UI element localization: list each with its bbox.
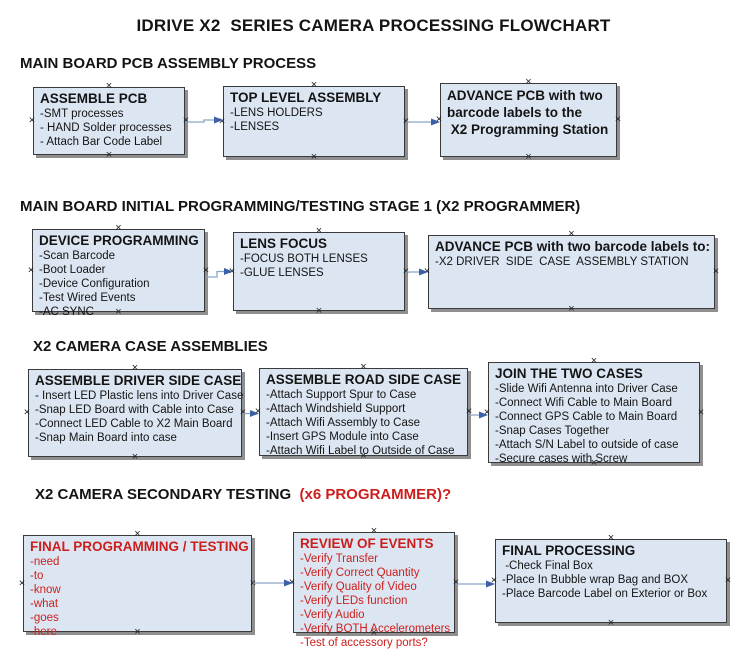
box-title: DEVICE PROGRAMMING — [39, 233, 199, 248]
box-line: -Place In Bubble wrap Bag and BOX — [502, 574, 689, 586]
box-line: ADVANCE PCB with two — [447, 88, 603, 103]
box-line: -Check Final Box — [502, 560, 593, 572]
box-line: -Scan Barcode — [39, 250, 116, 262]
box-line: -Verify LEDs function — [300, 595, 408, 607]
box-join-the-two-cases[interactable]: × × × × JOIN THE TWO CASES -Slide Wifi A… — [484, 356, 704, 469]
box-line: -Snap Main Board into case — [35, 432, 177, 444]
box-line: -Verify Quality of Video — [300, 581, 417, 593]
box-line: -LENSES — [230, 121, 280, 133]
box-line: -Connect Wifi Cable to Main Board — [495, 397, 673, 409]
box-line: -Verify Correct Quantity — [300, 567, 420, 579]
box-line: -goes — [30, 612, 59, 624]
box-line: -Attach Wifi Label to Outside of Case — [266, 445, 455, 457]
box-line: -Device Configuration — [39, 278, 150, 290]
box-review-of-events[interactable]: × × × × REVIEW OF EVENTS -Verify Transfe… — [289, 526, 459, 650]
section-heading-case-assemblies: X2 CAMERA CASE ASSEMBLIES — [33, 338, 268, 355]
connector-arrow-assemble-to-toplevel[interactable] — [186, 116, 223, 124]
page-title: IDRIVE X2 SERIES CAMERA PROCESSING FLOWC… — [136, 16, 611, 35]
box-line: - Attach Bar Code Label — [40, 136, 163, 148]
box-line: -Test of accessory ports? — [300, 637, 428, 649]
box-line: -Boot Loader — [39, 264, 106, 276]
box-line: -Attach Windshield Support — [266, 403, 406, 415]
box-assemble-pcb[interactable]: × × × × ASSEMBLE PCB -SMT processes - HA… — [29, 81, 189, 161]
box-line: -to — [30, 570, 44, 582]
section-heading-secondary-testing-black: X2 CAMERA SECONDARY TESTING — [35, 486, 300, 503]
box-title: ASSEMBLE DRIVER SIDE CASE — [35, 373, 242, 388]
section-heading-secondary-testing-red: (x6 PROGRAMMER)? — [299, 486, 452, 503]
box-title: ADVANCE PCB with two barcode labels to: — [435, 239, 711, 254]
box-title: JOIN THE TWO CASES — [495, 366, 643, 381]
box-device-programming[interactable]: × × × × DEVICE PROGRAMMING -Scan Barcode… — [28, 223, 209, 319]
box-assemble-road-side-case[interactable]: × × × × ASSEMBLE ROAD SIDE CASE -Attach … — [255, 362, 472, 462]
box-line: -AC SYNC — [39, 306, 94, 318]
box-title: TOP LEVEL ASSEMBLY — [230, 90, 382, 105]
box-line: X2 Programming Station — [447, 122, 609, 137]
box-line: -FOCUS BOTH LENSES — [240, 253, 368, 265]
box-assemble-driver-side-case[interactable]: × × × × ASSEMBLE DRIVER SIDE CASE - Inse… — [24, 363, 246, 463]
box-line: - HAND Solder processes — [40, 122, 172, 134]
box-advance-pcb-programming-station[interactable]: × × × × ADVANCE PCB with two barcode lab… — [436, 77, 621, 163]
box-line: -Snap Cases Together — [495, 425, 610, 437]
box-title: FINAL PROGRAMMING / TESTING — [30, 539, 249, 554]
box-line: -Place Barcode Label on Exterior or Box — [502, 588, 708, 600]
box-line: -Slide Wifi Antenna into Driver Case — [495, 383, 678, 395]
box-line: -know — [30, 584, 61, 596]
section-heading-secondary-testing: X2 CAMERA SECONDARY TESTING (x6 PROGRAMM… — [35, 486, 451, 503]
box-line: -Snap LED Board with Cable into Case — [35, 404, 234, 416]
box-title: REVIEW OF EVENTS — [300, 536, 434, 551]
box-title: ASSEMBLE PCB — [40, 91, 148, 106]
box-line: -Verify Audio — [300, 609, 365, 621]
box-line: -LENS HOLDERS — [230, 107, 323, 119]
box-line: -Verify BOTH Accelerometers — [300, 623, 451, 635]
box-line: -GLUE LENSES — [240, 267, 324, 279]
box-line: -need — [30, 556, 60, 568]
box-line: -Verify Transfer — [300, 553, 378, 565]
box-line: -Insert GPS Module into Case — [266, 431, 419, 443]
box-line: -Test Wired Events — [39, 292, 136, 304]
box-line: - Insert LED Plastic lens into Driver Ca… — [35, 390, 244, 402]
box-top-level-assembly[interactable]: × × × × TOP LEVEL ASSEMBLY -LENS HOLDERS… — [219, 80, 409, 163]
box-line: -Attach S/N Label to outside of case — [495, 439, 679, 451]
section-heading-pcb-assembly: MAIN BOARD PCB ASSEMBLY PROCESS — [20, 55, 317, 72]
box-line: -Secure cases with Screw — [495, 453, 628, 465]
section-heading-initial-programming: MAIN BOARD INITIAL PROGRAMMING/TESTING S… — [20, 198, 581, 215]
box-line: -X2 DRIVER SIDE CASE ASSEMBLY STATION — [435, 256, 689, 268]
box-line: -what — [30, 598, 59, 610]
box-title: FINAL PROCESSING — [502, 543, 636, 558]
box-line: -Attach Wifi Assembly to Case — [266, 417, 421, 429]
box-final-processing[interactable]: × × × × FINAL PROCESSING -Check Final Bo… — [491, 533, 731, 629]
box-line: -Connect LED Cable to X2 Main Board — [35, 418, 233, 430]
box-title: LENS FOCUS — [240, 236, 328, 251]
box-line: -Connect GPS Cable to Main Board — [495, 411, 678, 423]
box-line: -here — [30, 626, 57, 638]
connector-arrow-device-to-lensfocus[interactable] — [206, 268, 233, 278]
box-line: -SMT processes — [40, 108, 124, 120]
box-title: ASSEMBLE ROAD SIDE CASE — [266, 372, 462, 387]
box-line: barcode labels to the — [447, 105, 583, 120]
box-line: -Attach Support Spur to Case — [266, 389, 417, 401]
